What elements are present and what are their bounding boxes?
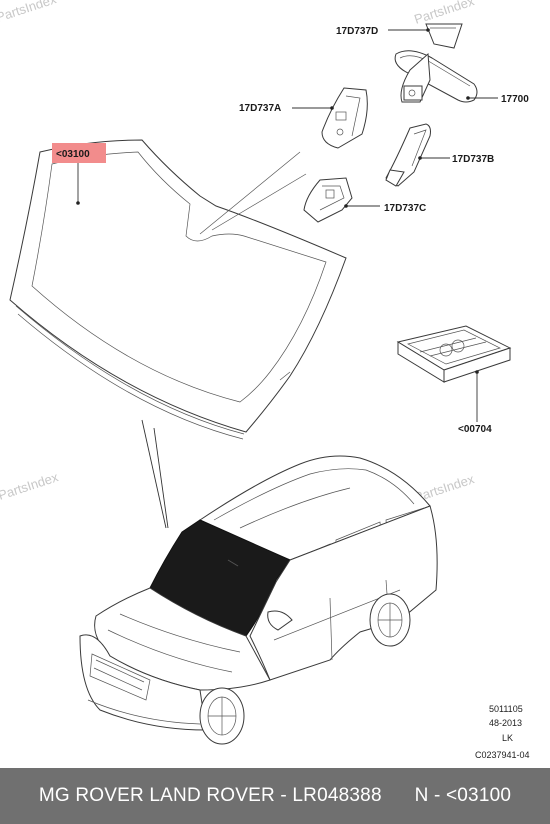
- trim-cover-b-drawing: [385, 123, 431, 187]
- callout-17d737b[interactable]: 17D737B: [452, 154, 494, 165]
- callout-00704[interactable]: <00704: [458, 424, 492, 435]
- callout-17d737d[interactable]: 17D737D: [336, 26, 378, 37]
- part-number-footer: MG ROVER LAND ROVER - LR048388 N - <0310…: [0, 768, 550, 824]
- rear-wheel: [369, 593, 411, 647]
- drawing-code-4: C0237941-04: [475, 750, 530, 760]
- front-wheel: [199, 687, 245, 745]
- bracket-c-drawing: [303, 177, 353, 223]
- watermark-top-left: PartsIndex: [0, 0, 59, 25]
- parts-diagram: PartsIndex PartsIndex PartsIndex PartsIn…: [0, 0, 530, 760]
- callout-windscreen[interactable]: <03100: [56, 149, 90, 160]
- callout-17d737c[interactable]: 17D737C: [384, 203, 426, 214]
- rear-view-mirror-drawing: [394, 50, 478, 103]
- callout-17700[interactable]: 17700: [501, 94, 529, 105]
- mirror-cover-drawing: [425, 23, 463, 49]
- callout-17d737a[interactable]: 17D737A: [239, 103, 281, 114]
- windscreen-callout-highlight: [52, 143, 106, 163]
- watermark-top-right: PartsIndex: [412, 0, 476, 27]
- windscreen-drawing: [9, 139, 347, 440]
- repair-kit-drawing: [396, 325, 512, 383]
- footer-text: MG ROVER LAND ROVER - LR048388 N - <0310…: [38, 785, 512, 806]
- watermark-mid-left: PartsIndex: [0, 469, 61, 503]
- vehicle-drawing: [79, 455, 438, 745]
- drawing-code-2: 48-2013: [489, 718, 522, 728]
- drawing-code-3: LK: [502, 733, 513, 743]
- drawing-code-1: 5011105: [489, 704, 523, 714]
- mirror-mount-cover-a-drawing: [321, 87, 368, 149]
